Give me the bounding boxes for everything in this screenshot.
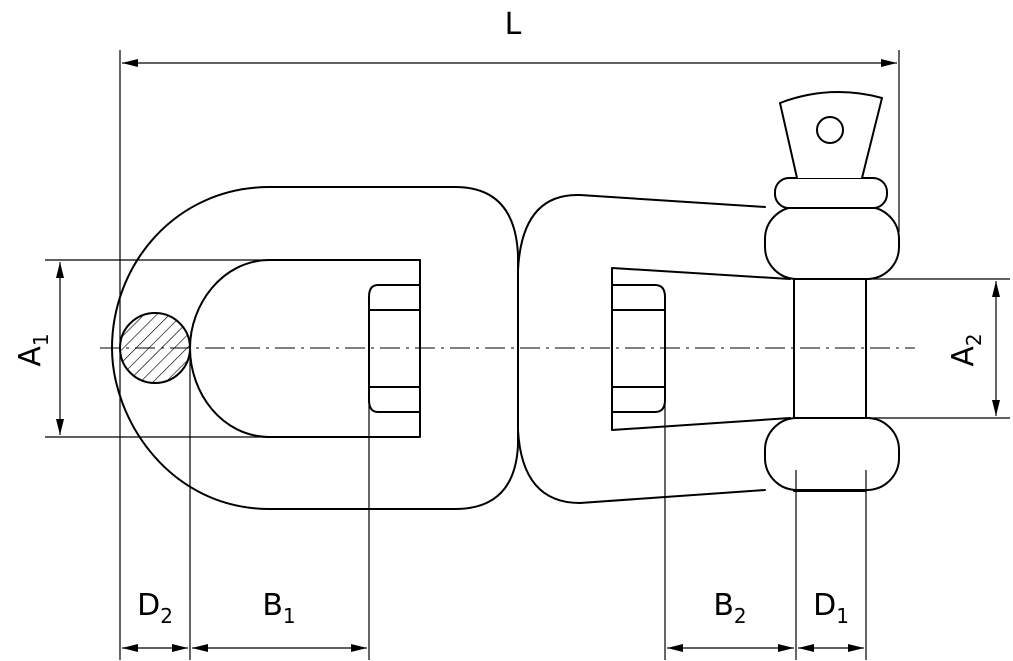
dim-label-b2: B2 <box>713 588 746 628</box>
dim-label-a2: A2 <box>946 333 986 366</box>
left-eye-outline <box>111 186 519 510</box>
pin-head <box>779 91 883 179</box>
right-body-outline <box>517 193 766 504</box>
right-shackle-body <box>517 91 900 504</box>
dim-label-l: L <box>505 7 522 42</box>
pin-head-hole <box>816 116 844 144</box>
dim-label-d1: D1 <box>813 588 849 628</box>
lower-boss <box>764 417 900 491</box>
dim-label-b1: B1 <box>262 588 295 628</box>
pin-collar <box>774 177 888 209</box>
dimension-lines <box>56 59 1000 652</box>
dim-label-a1: A1 <box>13 333 53 366</box>
dim-label-d2: D2 <box>137 588 173 628</box>
extension-lines <box>45 50 1010 660</box>
upper-boss <box>764 206 900 280</box>
right-body-slot <box>611 267 791 431</box>
left-nut <box>368 284 421 413</box>
